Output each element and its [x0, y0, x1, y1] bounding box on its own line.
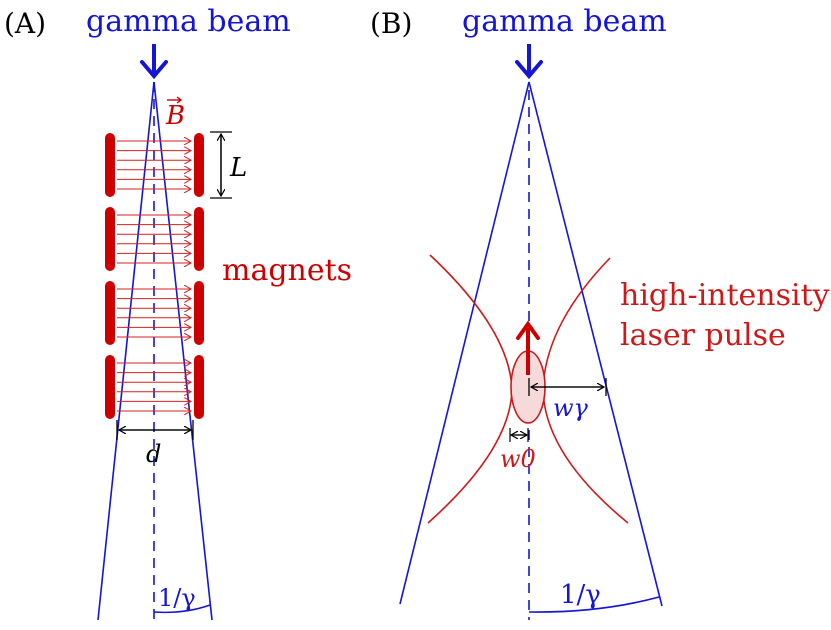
- laser-label-line2: laser pulse: [620, 318, 786, 353]
- magnet-left: [105, 355, 115, 419]
- panel-b-beam-label: gamma beam: [462, 4, 667, 39]
- magnet-array: [105, 133, 204, 419]
- magnet-right: [194, 281, 204, 345]
- laser-waist-dimension: [509, 428, 529, 442]
- field-vector-arrow-icon: [167, 96, 183, 104]
- panel-a-beam-label: gamma beam: [86, 4, 291, 39]
- gap-label: d: [146, 440, 161, 468]
- field-label: B: [165, 101, 185, 131]
- panel-b-angle-label: 1/γ: [560, 580, 601, 610]
- magnet-left: [105, 207, 115, 271]
- magnets-label: magnets: [222, 253, 352, 288]
- magnet-left: [105, 281, 115, 345]
- magnet-left: [105, 133, 115, 197]
- panel-a-label: (A): [4, 7, 46, 40]
- panel-a-beam-edge-left: [97, 81, 155, 621]
- laser-envelope-right: [542, 257, 629, 524]
- panel-b-beam-arrow-icon: [515, 44, 543, 80]
- gamma-width-label: wγ: [553, 394, 589, 422]
- panel-a: (A) gamma beam 1/γ B L magnets: [4, 4, 352, 625]
- length-dimension: [210, 131, 232, 199]
- panel-a-beam-arrow-icon: [140, 44, 168, 80]
- panel-b-angle-arc: [528, 596, 660, 613]
- panel-b-label: (B): [370, 7, 412, 40]
- panel-b: (B) gamma beam 1/γ wγ: [370, 4, 830, 620]
- magnet-right: [194, 207, 204, 271]
- panel-b-beam-edge-right: [528, 81, 663, 607]
- panel-b-beam-edge-left: [399, 81, 530, 605]
- panel-a-beam-edge-right: [153, 81, 213, 621]
- gap-dimension: [116, 420, 194, 440]
- laser-envelope-left: [427, 254, 513, 524]
- panel-a-angle-label: 1/γ: [158, 584, 196, 612]
- magnet-right: [194, 355, 204, 419]
- laser-propagation-arrow-icon: [516, 320, 540, 375]
- magnet-right: [194, 133, 204, 197]
- laser-label-line1: high-intensity: [620, 278, 830, 313]
- panel-a-angle-arc: [153, 604, 211, 614]
- length-label: L: [229, 153, 247, 183]
- laser-waist-label: w0: [500, 445, 536, 473]
- gamma-width-dimension: [528, 378, 607, 396]
